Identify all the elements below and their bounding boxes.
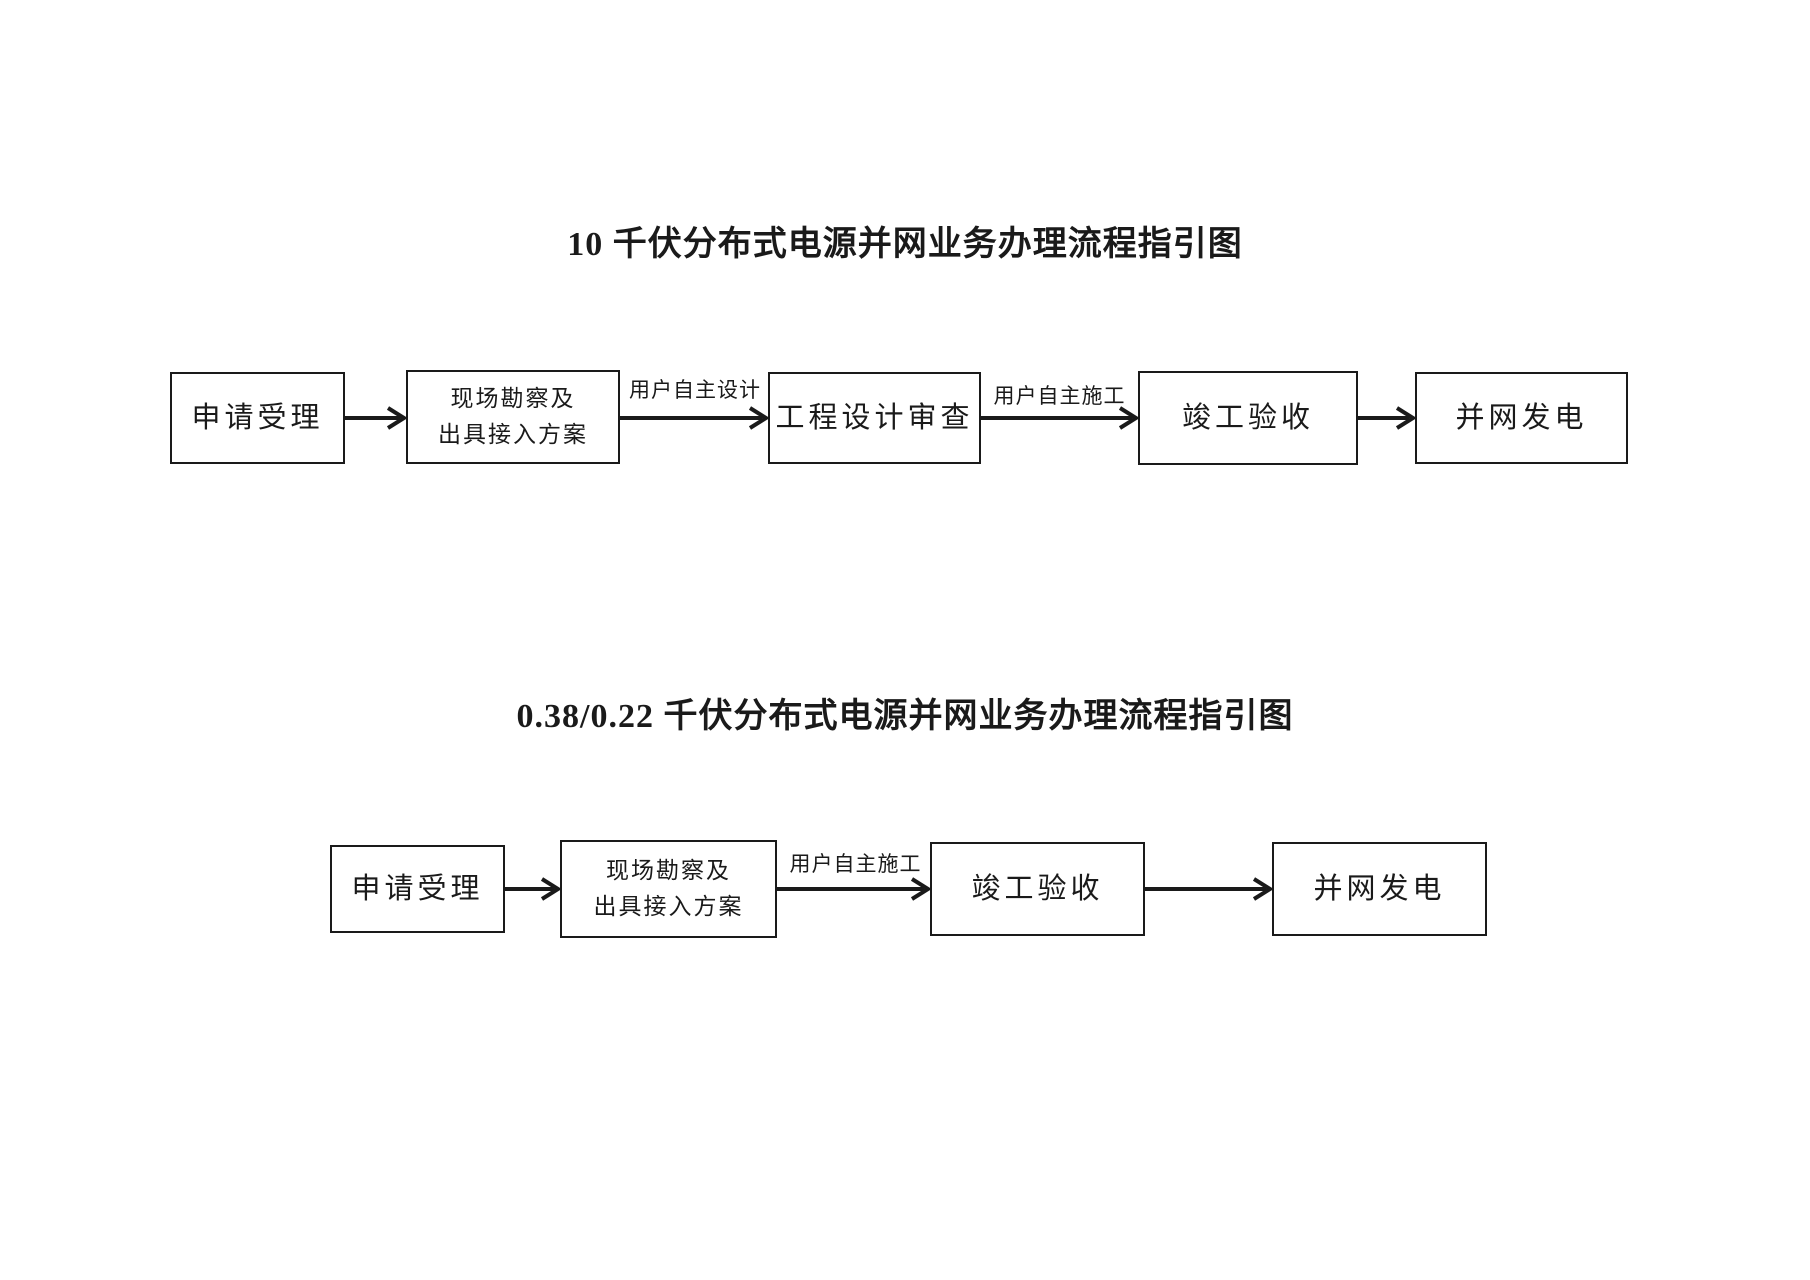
- d1-node-grid-connection-generation: 并网发电: [1415, 372, 1628, 464]
- d2-node-completion-acceptance: 竣工验收: [930, 842, 1145, 936]
- d1-arrow-1: [345, 406, 408, 430]
- d2-node-application-acceptance: 申请受理: [330, 845, 505, 933]
- d1-node-engineering-design-review: 工程设计审查: [768, 372, 981, 464]
- node-label-line2: 出具接入方案: [438, 422, 588, 447]
- diagram2-title: 0.38/0.22 千伏分布式电源并网业务办理流程指引图: [516, 698, 1294, 735]
- d2-node-site-survey-access-plan: 现场勘察及 出具接入方案: [560, 840, 777, 938]
- node-label: 工程设计审查: [775, 401, 974, 434]
- d1-edge-label-user-self-construction: 用户自主施工: [993, 384, 1126, 408]
- node-label-line1: 现场勘察及: [606, 858, 731, 884]
- node-label: 并网发电: [1455, 401, 1588, 434]
- node-label: 并网发电: [1313, 872, 1446, 905]
- node-label: 申请受理: [191, 401, 324, 434]
- diagram1-title: 10 千伏分布式电源并网业务办理流程指引图: [567, 226, 1243, 263]
- d1-arrow-3: [981, 406, 1140, 430]
- d1-arrow-4: [1358, 406, 1417, 430]
- node-label: 申请受理: [351, 872, 484, 905]
- node-label: 竣工验收: [1181, 401, 1314, 434]
- node-label: 竣工验收: [971, 872, 1104, 905]
- d1-arrow-2: [620, 406, 770, 430]
- d2-arrow-2: [777, 877, 932, 901]
- d1-node-application-acceptance: 申请受理: [170, 372, 345, 464]
- d1-edge-label-user-self-design: 用户自主设计: [629, 378, 761, 402]
- node-label-line1: 现场勘察及: [450, 386, 576, 412]
- d1-node-completion-acceptance: 竣工验收: [1138, 371, 1358, 465]
- d1-node-site-survey-access-plan: 现场勘察及 出具接入方案: [406, 370, 620, 464]
- node-label-line2: 出具接入方案: [593, 894, 744, 919]
- d2-arrow-1: [505, 877, 562, 901]
- d2-node-grid-connection-generation: 并网发电: [1272, 842, 1487, 936]
- d2-edge-label-user-self-construction: 用户自主施工: [789, 852, 922, 876]
- d2-arrow-3: [1145, 877, 1274, 901]
